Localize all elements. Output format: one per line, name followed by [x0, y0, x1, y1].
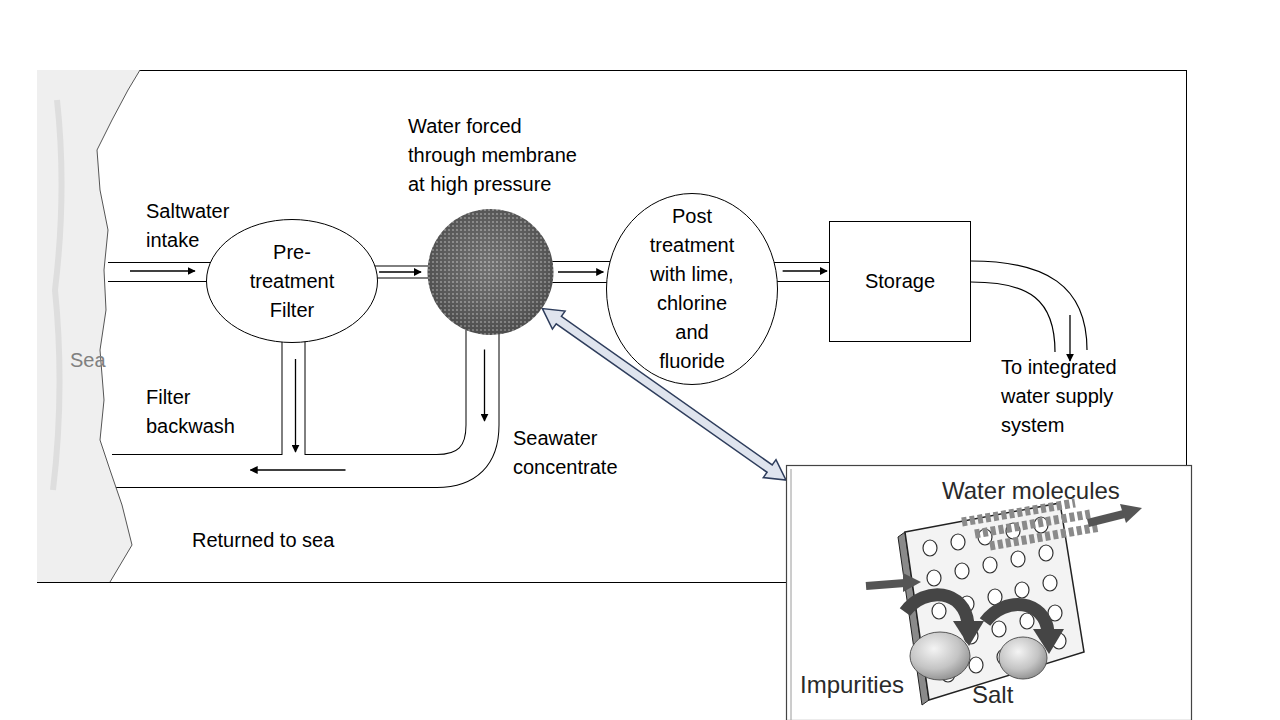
flow-arrow [558, 271, 603, 272]
outflow-arrow-head [1120, 504, 1142, 523]
sea-shading [53, 100, 62, 490]
inset-box: Water moleculesImpurities Salt [786, 465, 1192, 720]
process-label: Post treatment with lime, chlorine and f… [640, 202, 744, 376]
process-ellipse: Post treatment with lime, chlorine and f… [606, 193, 778, 385]
impurity-particle [910, 632, 970, 680]
plate-edge [898, 532, 929, 705]
scan-edge [791, 469, 792, 720]
pipe-wall [112, 339, 294, 471]
membrane-disc: Water forced through membrane at high pr… [427, 208, 554, 336]
flow-arrow [484, 349, 485, 421]
flow-label: Filter backwash [146, 383, 246, 441]
outflow-pipe-wall [971, 282, 1055, 352]
membrane-mesh [428, 209, 554, 335]
ellipse-outline [207, 220, 378, 343]
sea-label: Sea [70, 346, 130, 375]
storage-box: Storage [829, 221, 971, 342]
text-holder: Post treatment with lime, chlorine and f… [606, 193, 778, 385]
membrane-shade [428, 209, 554, 335]
pipe-wall [108, 262, 211, 282]
text-holder: Pre- treatment Filter [206, 219, 378, 343]
inset-label: Impurities [800, 671, 940, 699]
sea-area: Sea [37, 70, 142, 582]
inset-label: Water molecules [942, 477, 1182, 505]
outflow-arrow [1069, 315, 1070, 361]
process-label: Pre- treatment Filter [240, 238, 344, 325]
membrane-pores [923, 517, 1066, 682]
water-molecule-chains [962, 503, 1100, 546]
inflow-arrow [866, 583, 905, 586]
rejection-arrow-head [953, 621, 984, 646]
sea-fill [37, 70, 140, 582]
flow-arrow [783, 270, 827, 271]
rejection-arrow [985, 605, 1048, 632]
box-outline [830, 222, 971, 342]
pipe-bore [112, 327, 483, 471]
pipe-bore [108, 263, 211, 281]
pipe-wall [373, 266, 431, 279]
inset-outline [787, 466, 1192, 720]
note-label: To integrated water supply system [1001, 353, 1141, 440]
flow-label: Saltwater intake [146, 197, 246, 255]
pipe-bore [112, 339, 294, 471]
pipe-wall [550, 261, 611, 283]
coastline [97, 70, 140, 582]
text-holder: Storage [829, 221, 971, 342]
pipe-wall [112, 327, 483, 471]
flow-arrow [379, 271, 421, 272]
rejection-arrow-head [1033, 629, 1064, 654]
flow-arrow [295, 359, 296, 452]
process-ellipse: Pre- treatment Filter [206, 219, 378, 343]
flow-label: Seawater concentrate [513, 424, 638, 482]
outflow-arrow [1088, 514, 1124, 523]
inset-label: Salt [972, 681, 1042, 709]
pipe-bore [550, 262, 611, 282]
membrane-plate [905, 503, 1084, 700]
salt-particle [999, 637, 1047, 679]
pipe-bore [773, 263, 832, 281]
ellipse-outline [607, 194, 778, 385]
flow-arrow [130, 270, 195, 271]
note-label: Returned to sea [192, 526, 392, 555]
membrane-disc-outline [427, 208, 554, 336]
sea-area-outline [37, 70, 142, 582]
storage-label: Storage [835, 267, 965, 296]
flow-arrow [251, 469, 346, 470]
membrane-heading: Water forced through membrane at high pr… [408, 112, 590, 199]
pipe-wall [773, 262, 832, 282]
rejection-arrow [905, 595, 968, 624]
inflow-arrow-head [903, 573, 921, 592]
pipe-bore [373, 267, 431, 278]
